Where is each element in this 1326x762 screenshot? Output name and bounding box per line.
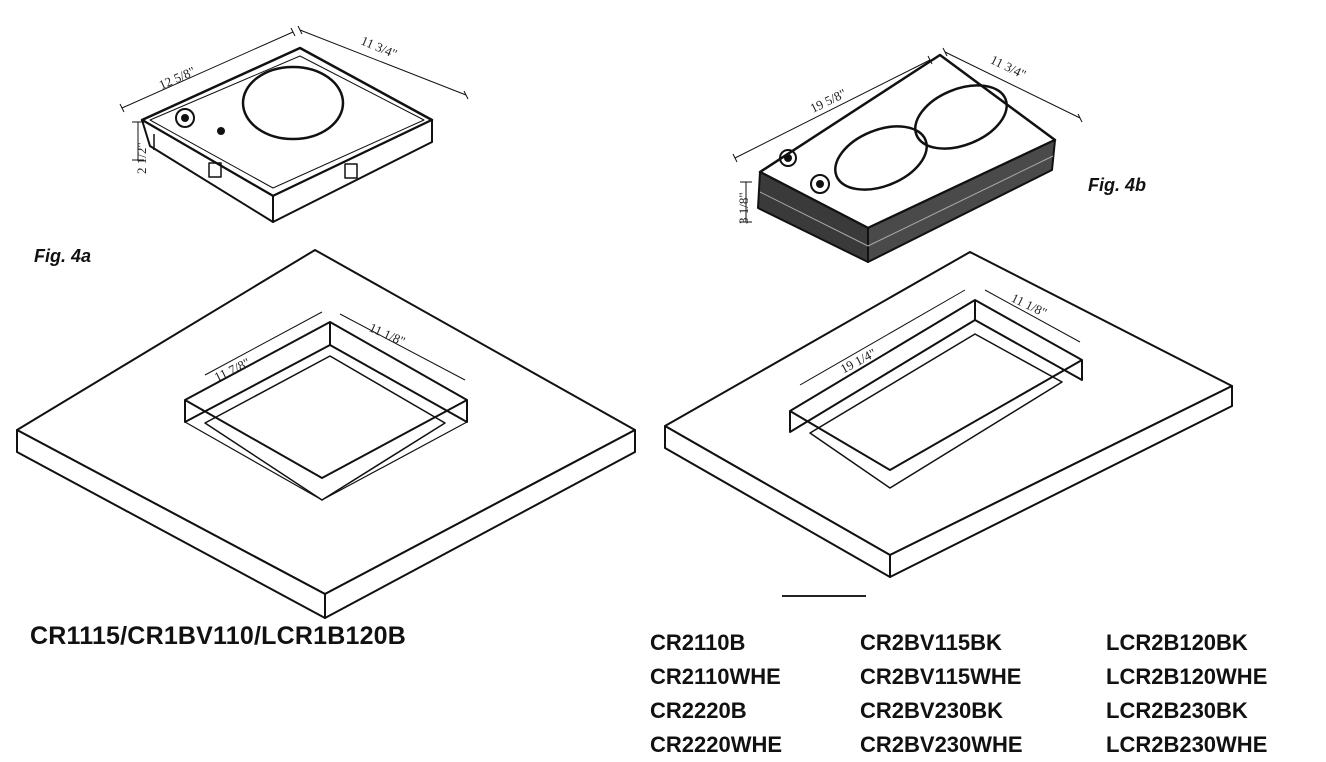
model-name: CR2110WHE [650, 664, 781, 689]
model-column-2: CR2BV115BK CR2BV115WHE CR2BV230BK CR2BV2… [860, 626, 1023, 762]
model-column-1: CR2110B CR2110WHE CR2220B CR2220WHE [650, 626, 782, 762]
model-name: LCR2B230BK [1106, 698, 1248, 723]
single-burner-cooktop-drawing [119, 25, 469, 223]
dim-4b-height: 3 1/8" [736, 192, 751, 224]
dim-4a-width: 12 5/8" [156, 63, 197, 92]
model-name: LCR2B120BK [1106, 630, 1248, 655]
model-name: CR2BV230WHE [860, 732, 1023, 757]
dim-4a-depth: 11 3/4" [359, 33, 400, 62]
countertop-cutout-4a [16, 249, 636, 619]
model-column-3: LCR2B120BK LCR2B120WHE LCR2B230BK LCR2B2… [1106, 626, 1267, 762]
dim-4a-height: 2 1/2" [134, 142, 149, 174]
model-name: CR2220WHE [650, 732, 783, 757]
model-name: CR2BV230BK [860, 698, 1004, 723]
model-name: CR2BV115BK [860, 630, 1002, 655]
model-name: CR2BV115WHE [860, 664, 1022, 689]
model-name: CR2220B [650, 698, 747, 723]
model-name: CR2110B [650, 630, 746, 655]
model-name: LCR2B230WHE [1106, 732, 1268, 757]
dim-4b-depth: 11 3/4" [988, 52, 1028, 82]
double-burner-cooktop-drawing [732, 47, 1083, 263]
fig-4b-label: Fig. 4b [1088, 175, 1146, 195]
fig-4a-label: Fig. 4a [34, 246, 92, 266]
divider-line [782, 595, 866, 597]
fig-4a-model-list: CR1115/CR1BV110/LCR1B120B [30, 622, 407, 650]
model-name: LCR2B120WHE [1106, 664, 1268, 689]
countertop-cutout-4b [664, 251, 1233, 578]
